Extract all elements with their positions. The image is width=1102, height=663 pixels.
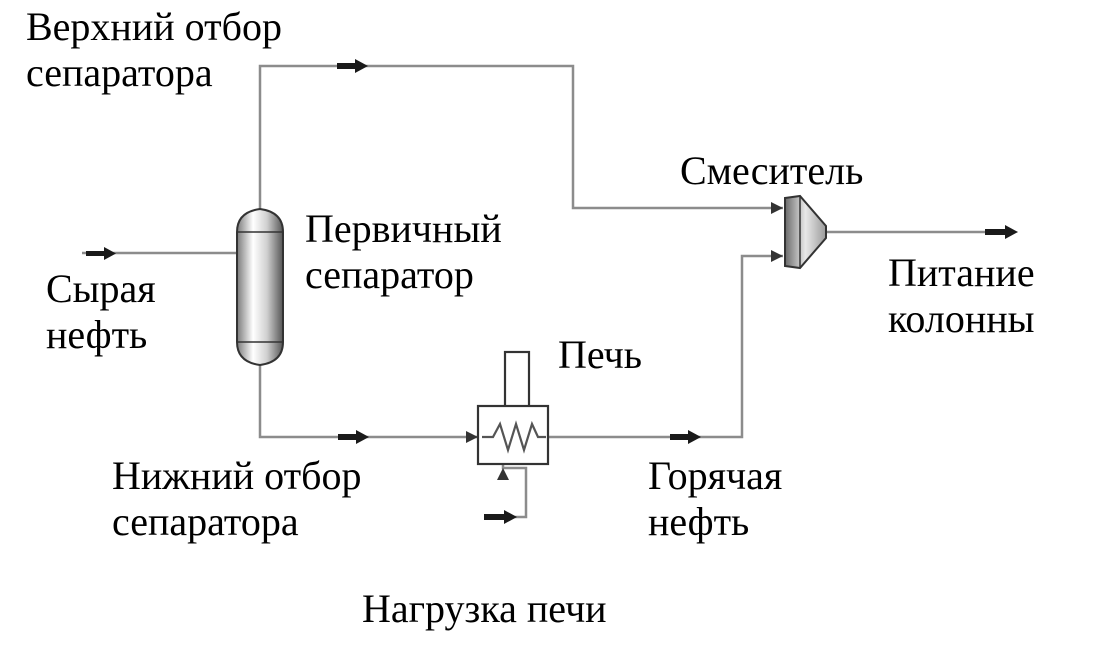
column-feed-label-line2: колонны: [888, 296, 1035, 341]
bottom-draw-label: Нижний отбор сепаратора: [112, 453, 361, 545]
crude-arrow: [86, 247, 116, 260]
furnace-unit: [476, 350, 550, 466]
mixer-inlet-top-arrowhead: [771, 202, 783, 214]
hot-oil-label: Горячая нефть: [648, 453, 782, 545]
furnace-coil: [482, 420, 546, 454]
furnace-duty-arrow: [484, 510, 517, 524]
bottom-draw-label-line1: Нижний отбор: [112, 453, 362, 498]
bottom-draw-line: [258, 362, 478, 439]
furnace-duty-label: Нагрузка печи: [362, 586, 607, 632]
furnace-label: Печь: [558, 332, 642, 378]
bottom-draw-label-line2: сепаратора: [112, 499, 299, 544]
top-draw-label: Верхний отбор сепаратора: [26, 4, 282, 96]
hot-oil-arrow: [670, 430, 701, 444]
mixer-label: Смеситель: [680, 148, 863, 194]
hot-oil-line: [548, 254, 783, 439]
bottom-draw-arrow: [338, 430, 369, 444]
column-feed-label-line1: Питание: [888, 250, 1035, 295]
crude-label-line1: Сырая: [46, 266, 156, 311]
top-draw-arrow: [337, 59, 368, 73]
furnace-label-text: Печь: [558, 332, 643, 377]
mixer-inlet-bottom-arrowhead: [771, 250, 783, 262]
top-draw-label-line2: сепаратора: [26, 50, 213, 95]
furnace-duty-label-text: Нагрузка печи: [362, 586, 607, 631]
separator-label: Первичный сепаратор: [305, 206, 502, 298]
hot-oil-label-line2: нефть: [648, 499, 750, 544]
separator-label-line1: Первичный: [305, 206, 502, 251]
column-feed-arrow: [985, 225, 1018, 239]
hot-oil-label-line1: Горячая: [648, 453, 783, 498]
separator-label-line2: сепаратор: [305, 252, 474, 297]
primary-separator-vessel: [236, 207, 284, 367]
mixer-label-text: Смеситель: [680, 148, 864, 193]
crude-label-line2: нефть: [46, 312, 148, 357]
crude-label: Сырая нефть: [46, 266, 156, 358]
stream-arrows: [86, 59, 1018, 524]
top-draw-line: [258, 64, 783, 210]
column-feed-label: Питание колонны: [888, 250, 1035, 342]
top-draw-label-line1: Верхний отбор: [26, 4, 282, 49]
furnace-inlet-arrowhead: [466, 431, 478, 443]
duty-inlet-arrowhead: [497, 468, 509, 480]
mixer-unit: [784, 194, 827, 270]
